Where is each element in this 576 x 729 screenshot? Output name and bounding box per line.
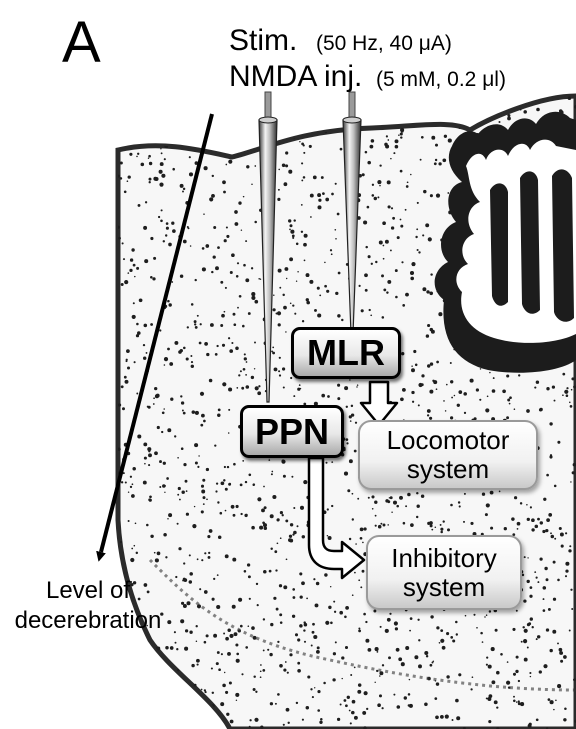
- inhibitory-system-line-2: system: [403, 573, 485, 602]
- injection-params: (5 mM, 0.2 μl): [376, 69, 506, 90]
- stimulation-label: Stim.: [229, 26, 297, 56]
- ppn-box: PPN: [240, 405, 344, 458]
- decerebration-label: Level of decerebration: [0, 576, 176, 636]
- ppn-label: PPN: [255, 411, 329, 453]
- decerebration-line-2: decerebration: [0, 606, 176, 636]
- decerebration-line-1: Level of: [0, 576, 176, 606]
- injection-label: NMDA inj.: [229, 62, 362, 92]
- locomotor-system-line-2: system: [407, 455, 489, 484]
- locomotor-system-line-1: Locomotor: [387, 426, 510, 455]
- mlr-box: MLR: [291, 327, 401, 379]
- mlr-label: MLR: [307, 332, 385, 374]
- stimulation-params: (50 Hz, 40 μA): [316, 33, 452, 54]
- inhibitory-system-box: Inhibitory system: [366, 535, 522, 610]
- cerebellum-folia: [435, 112, 576, 373]
- locomotor-system-box: Locomotor system: [358, 420, 538, 490]
- panel-label: A: [62, 14, 101, 72]
- inhibitory-system-line-1: Inhibitory: [391, 544, 497, 573]
